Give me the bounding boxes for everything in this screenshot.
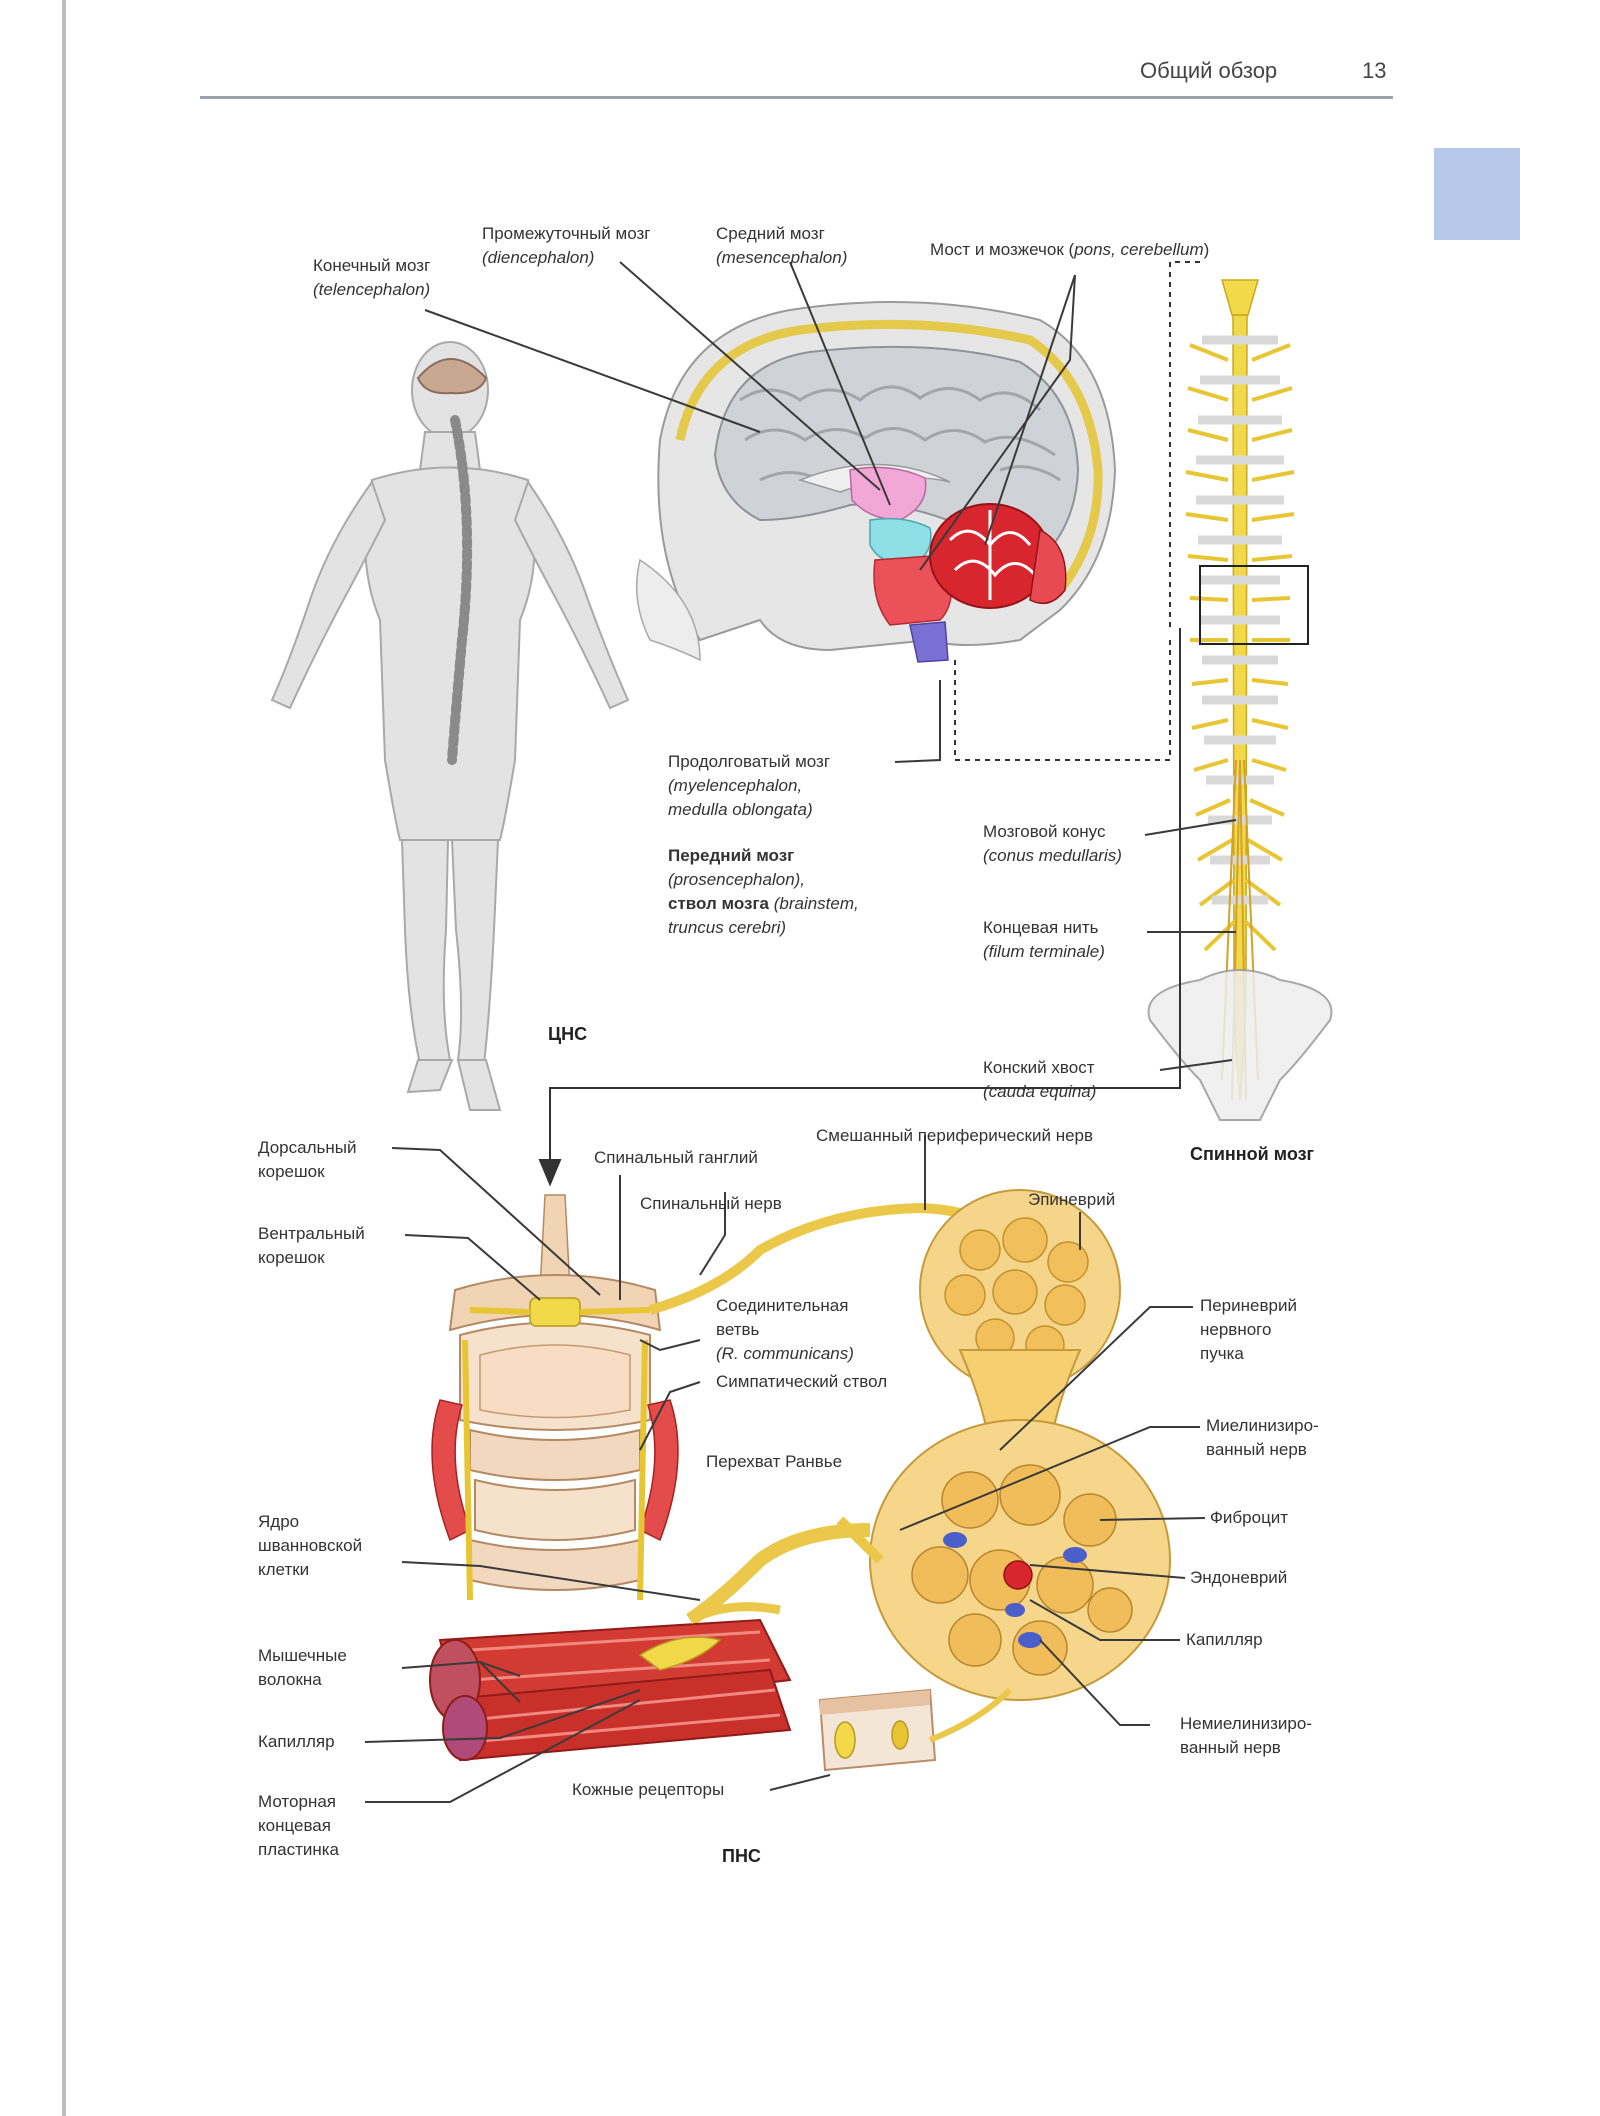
section-label-pns: ПНС: [722, 1846, 761, 1866]
vertebra-segment: [431, 1194, 679, 1601]
label-myelinated-nerve: Миелинизиро-ванный нерв: [1206, 1416, 1319, 1459]
label-mesencephalon: Средний мозг(mesencephalon): [716, 224, 848, 267]
peripheral-nerve: [648, 1189, 1171, 1701]
chapter-tab: [1434, 148, 1520, 240]
brain-section: [635, 301, 1117, 663]
label-unmyelinated-nerve: Немиелинизиро-ванный нерв: [1180, 1714, 1312, 1757]
label-filum-terminale: Концевая нить(filum terminale): [983, 918, 1105, 961]
connector-lines: [538, 261, 1200, 1187]
label-cauda-equina: Конский хвост(cauda equina): [983, 1058, 1097, 1101]
label-forebrain-brainstem: Передний мозг (prosencephalon), ствол мо…: [668, 846, 859, 937]
spinal-segment-frame: [1199, 565, 1309, 645]
label-skin-receptors: Кожные рецепторы: [572, 1780, 725, 1799]
running-header-title: Общий обзор: [1140, 58, 1278, 83]
label-medulla: Продолговатый мозг(myelencephalon,medull…: [668, 752, 831, 819]
skin-receptors-art: [818, 1687, 1013, 1772]
label-telencephalon: Конечный мозг(telencephalon): [313, 256, 431, 299]
label-endoneurium: Эндоневрий: [1190, 1568, 1288, 1587]
label-pons-cerebellum: Мост и мозжечок (pons, cerebellum): [930, 240, 1210, 259]
label-fibrocyte: Фиброцит: [1210, 1508, 1289, 1527]
figure-spine: [447, 415, 473, 765]
label-capillary-left: Капилляр: [258, 1732, 335, 1751]
section-label-spinal-cord: Спинной мозг: [1190, 1144, 1315, 1164]
label-epineurium: Эпиневрий: [1028, 1190, 1116, 1209]
label-node-of-ranvier: Перехват Ранвье: [706, 1452, 843, 1471]
spinal-cord-figure: [1147, 279, 1333, 1121]
label-mixed-nerve: Смешанный периферический нерв: [816, 1126, 1094, 1145]
label-conus-medullaris: Мозговой конус(conus medullaris): [983, 822, 1122, 865]
section-label-cns: ЦНС: [548, 1024, 588, 1044]
label-sympathetic-trunk: Симпатический ствол: [716, 1372, 888, 1391]
header-rule: [200, 96, 1393, 99]
figure-brain: [416, 358, 488, 395]
page-margin-rule: [62, 0, 66, 2116]
label-diencephalon: Промежуточный мозг(diencephalon): [482, 224, 651, 267]
muscle-fibers: [429, 1602, 792, 1762]
leader-lines: [364, 261, 1237, 1803]
label-spinal-nerve: Спинальный нерв: [640, 1194, 782, 1213]
page-number: 13: [1362, 58, 1387, 83]
label-spinal-ganglion: Спинальный ганглий: [594, 1148, 758, 1167]
label-capillary-right: Капилляр: [1186, 1630, 1263, 1649]
